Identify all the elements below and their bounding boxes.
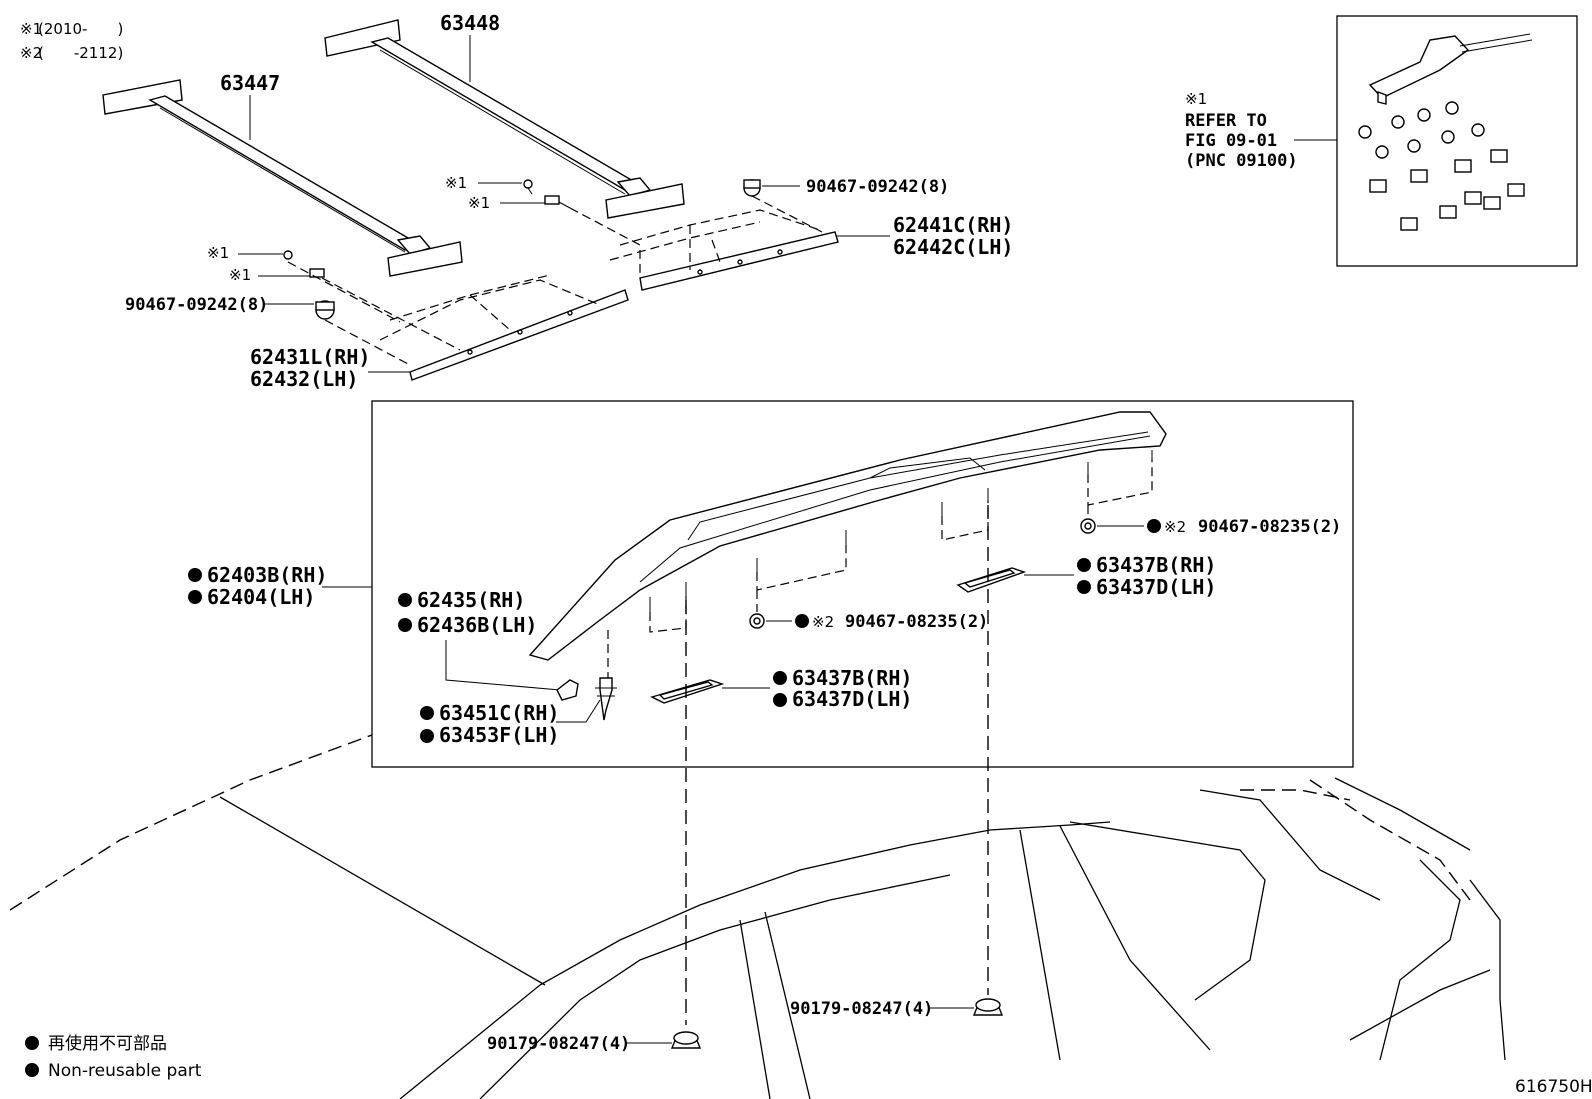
nut-90467-08235-upper[interactable] [1080,518,1096,534]
label-63448: 63448 [440,11,500,35]
screw-icon [544,195,560,205]
refer-box-contents [1294,33,1533,231]
nut-90179-08247-right[interactable] [972,998,1004,1016]
clip-90467-09242-left[interactable] [264,300,335,320]
screw-cluster-icon [1358,101,1525,231]
pad-63437b-upper[interactable] [956,567,1027,593]
header-notes: ※1 (2010- ) ※2 ( -2112) [20,20,123,62]
legend-jp: 再使用不可部品 [48,1033,167,1054]
end-cap-62435[interactable] [556,679,579,701]
label-62436b: 62436B(LH) [417,613,537,637]
label-90467-08235-lower: 90467-08235(2) [845,612,988,632]
roof-rail-62403b[interactable] [528,411,1167,661]
label-62435: 62435(RH) [417,588,525,612]
rail-molding-62441c[interactable] [639,231,890,291]
label-62404: 62404(LH) [207,585,315,609]
guide-lines-upper-right [569,195,823,278]
label-90467-09242-upper: 90467-09242(8) [806,177,949,197]
note-text-1: (2010- ) [38,20,123,38]
label-62403b: 62403B(RH) [207,563,327,587]
mark-1-b: ※1 [468,194,490,212]
mark-1-d: ※1 [229,266,251,284]
pad-63437b-lower[interactable] [650,679,725,704]
screw-icon-left [309,268,325,278]
cross-bar-63447[interactable] [102,79,463,277]
legend: 再使用不可部品 Non-reusable part [25,1033,202,1081]
refer-box [1336,15,1578,267]
label-62442c: 62442C(LH) [893,235,1013,259]
label-63447: 63447 [220,71,280,95]
label-62431l: 62431L(RH) [250,345,370,369]
label-90179-08247-right: 90179-08247(4) [790,999,933,1019]
note-text-2: ( -2112) [38,44,123,62]
label-90467-08235-upper: 90467-08235(2) [1198,517,1341,537]
label-63437d-lower: 63437D(LH) [792,687,912,711]
refer-mark: ※1 [1185,90,1207,108]
label-63437b-upper: 63437B(RH) [1096,553,1216,577]
nut-90467-08235-lower[interactable] [749,613,765,629]
label-63437b-lower: 63437B(RH) [792,666,912,690]
roof-rail-assembly-box [371,400,1354,768]
label-90179-08247-left: 90179-08247(4) [487,1034,630,1054]
label-63453f: 63453F(LH) [439,723,559,747]
note-mark-1: ※1 [20,20,42,38]
guide-lines-upper-left [287,261,601,366]
nut-90179-08247-left[interactable] [670,1031,702,1049]
mark-1-a: ※1 [445,174,467,192]
refer-line-3: (PNC 09100) [1185,151,1298,171]
refer-line-2: FIG 09-01 [1185,131,1277,151]
label-63451c: 63451C(RH) [439,701,559,725]
figure-id: 616750H [1515,1077,1592,1097]
vehicle-body-outline [9,734,1506,1099]
legend-en: Non-reusable part [48,1061,202,1081]
label-63437d-upper: 63437D(LH) [1096,575,1216,599]
note-mark-2: ※2 [20,44,42,62]
mark-2-a: ※2 [812,613,834,631]
clip-63451c[interactable] [595,677,617,721]
cross-bar-63448[interactable] [324,19,685,219]
rail-molding-62431l[interactable] [368,289,629,381]
screws-left: ※1 ※1 [207,244,325,284]
mark-1-c: ※1 [207,244,229,262]
refer-line-1: REFER TO [1185,111,1267,131]
mark-2-b: ※2 [1164,518,1186,536]
screws-upper-right: ※1 ※1 [445,174,571,212]
label-90467-09242-left: 90467-09242(8) [125,295,268,315]
label-62441c: 62441C(RH) [893,213,1013,237]
label-62432: 62432(LH) [250,367,358,391]
clip-90467-09242-upper[interactable] [743,179,800,197]
